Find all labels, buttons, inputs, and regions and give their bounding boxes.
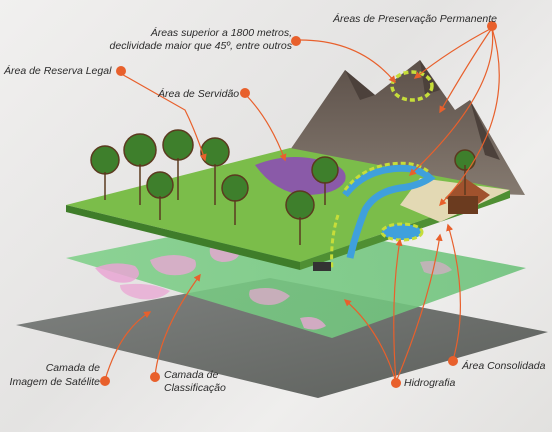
label-servidao: Área de Servidão — [158, 88, 240, 100]
classification-layer — [66, 218, 526, 338]
label-altitude-line2: declividade maior que 45º, entre outros — [109, 40, 292, 52]
label-classificacao-line1: Camada de — [164, 369, 219, 381]
label-consolidada: Área Consolidada — [462, 360, 546, 372]
label-dots — [100, 21, 497, 388]
label-altitude-line1: Áreas superior a 1800 metros, — [150, 27, 292, 39]
label-classificacao-line2: Classificação — [164, 382, 226, 394]
label-imagem-line1: Camada de — [45, 362, 100, 374]
label-imagem-line2: Imagem de Satélite — [9, 376, 100, 388]
zebra — [313, 262, 331, 271]
arrows — [104, 27, 500, 383]
label-app: Áreas de Preservação Permanente — [333, 13, 498, 25]
trees — [90, 129, 476, 245]
label-reserva-legal: Área de Reserva Legal — [4, 65, 112, 77]
label-hidrografia: Hidrografia — [404, 377, 456, 389]
